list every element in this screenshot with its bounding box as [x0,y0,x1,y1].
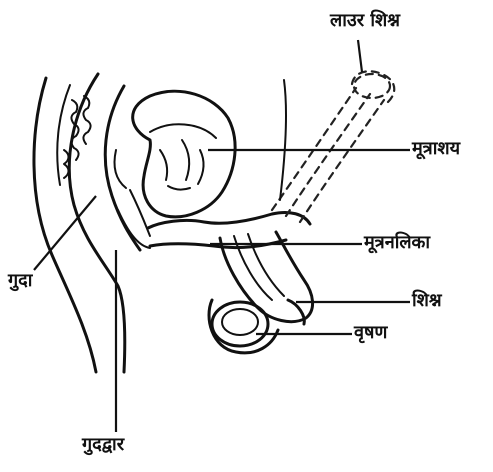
bladder-shape [133,91,235,217]
front-curves [114,80,286,200]
leader-erect-penis [358,40,362,72]
label-testis: वृषण [354,324,387,342]
testis-shape [209,300,278,353]
label-penis: शिश्न [412,292,442,310]
label-urethra: मूत्रनलिका [364,234,430,252]
label-rectum: गुदा [8,272,32,290]
label-erect-penis: लाउर शिश्न [330,12,400,30]
label-anus: गुदद्वार [82,436,124,454]
leader-lines [34,40,410,432]
erect-penis-outline [272,71,394,222]
label-bladder: मूत्राशय [412,140,460,158]
